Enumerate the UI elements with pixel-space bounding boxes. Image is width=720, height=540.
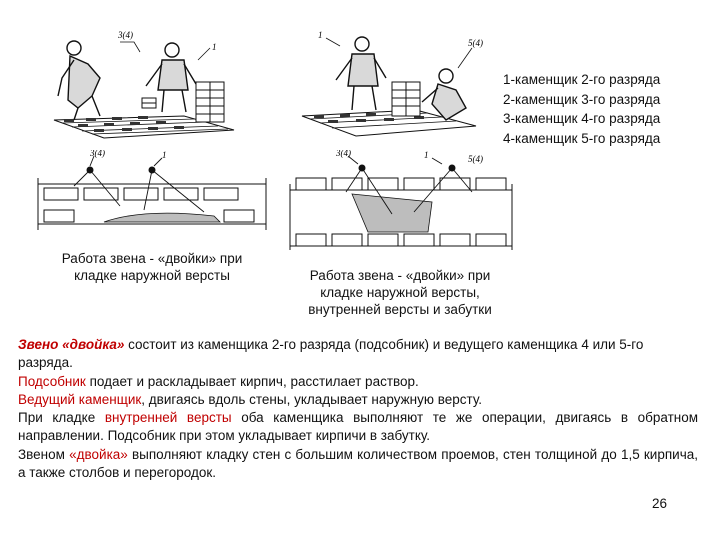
schematic-outer-verst: 3(4) 1 [34,150,270,246]
label-worker-grade-b: 1 [424,150,429,160]
caption-line: Работа звена - «двойки» при [61,251,243,266]
schematic-outer-inner-verst-infill: 3(4) 1 5(4) [282,150,518,254]
paragraph-definition: Звено «двойка» состоит из каменщика 2-го… [18,337,644,371]
page-number: 26 [652,496,668,511]
label-worker-grade-b: 1 [212,42,217,52]
label-worker-grade-a: 3(4) [335,150,351,158]
label-worker-grade-b: 5(4) [468,38,483,48]
caption-line: внутренней версты и забутки [308,302,492,317]
paragraph-inner-verst: При кладке внутренней версты оба каменщи… [18,410,698,444]
body-text: Звено «двойка» состоит из каменщика 2-го… [18,336,698,482]
paragraph-usage: Звеном «двойка» выполняют кладку стен с … [18,446,698,481]
legend-item: 2-каменщик 3-го разряда [503,91,661,107]
worker-grade-legend: 1-каменщик 2-го разряда 2-каменщик 3-го … [503,70,660,148]
term-dvoika: «двойка» [69,446,128,462]
caption-line: кладке наружной версты [74,268,230,283]
legend-item: 4-каменщик 5-го разряда [503,130,661,146]
label-worker-grade-b: 1 [162,150,167,160]
caption-line: кладке наружной версты, [320,285,480,300]
term-lead-mason: Ведущий каменщик [18,391,142,407]
paragraph-helper: Подсобник подает и раскладывает кирпич, … [18,373,419,389]
legend-item: 1-каменщик 2-го разряда [503,72,661,87]
label-worker-grade-a: 3(4) [89,150,105,158]
caption-left: Работа звена - «двойки» при кладке наруж… [36,250,268,284]
label-worker-grade-a: 1 [318,30,323,40]
caption-right: Работа звена - «двойки» при кладке наруж… [282,267,518,318]
paragraph-lead-mason: Ведущий каменщик, двигаясь вдоль стены, … [18,391,482,407]
term-inner-verst: внутренней версты [104,410,232,426]
legend-item: 3-каменщик 4-го разряда [503,111,661,126]
illustration-masons-outer-wall: 3(4) 1 [34,20,266,148]
illustration-masons-inner-wall: 1 5(4) [296,24,492,148]
term-zveno-dvoika: Звено «двойка» [18,337,125,352]
label-worker-grade-c: 5(4) [468,154,483,164]
term-helper: Подсобник [18,373,86,389]
caption-line: Работа звена - «двойки» при [309,268,491,283]
label-worker-grade-a: 3(4) [117,30,133,40]
